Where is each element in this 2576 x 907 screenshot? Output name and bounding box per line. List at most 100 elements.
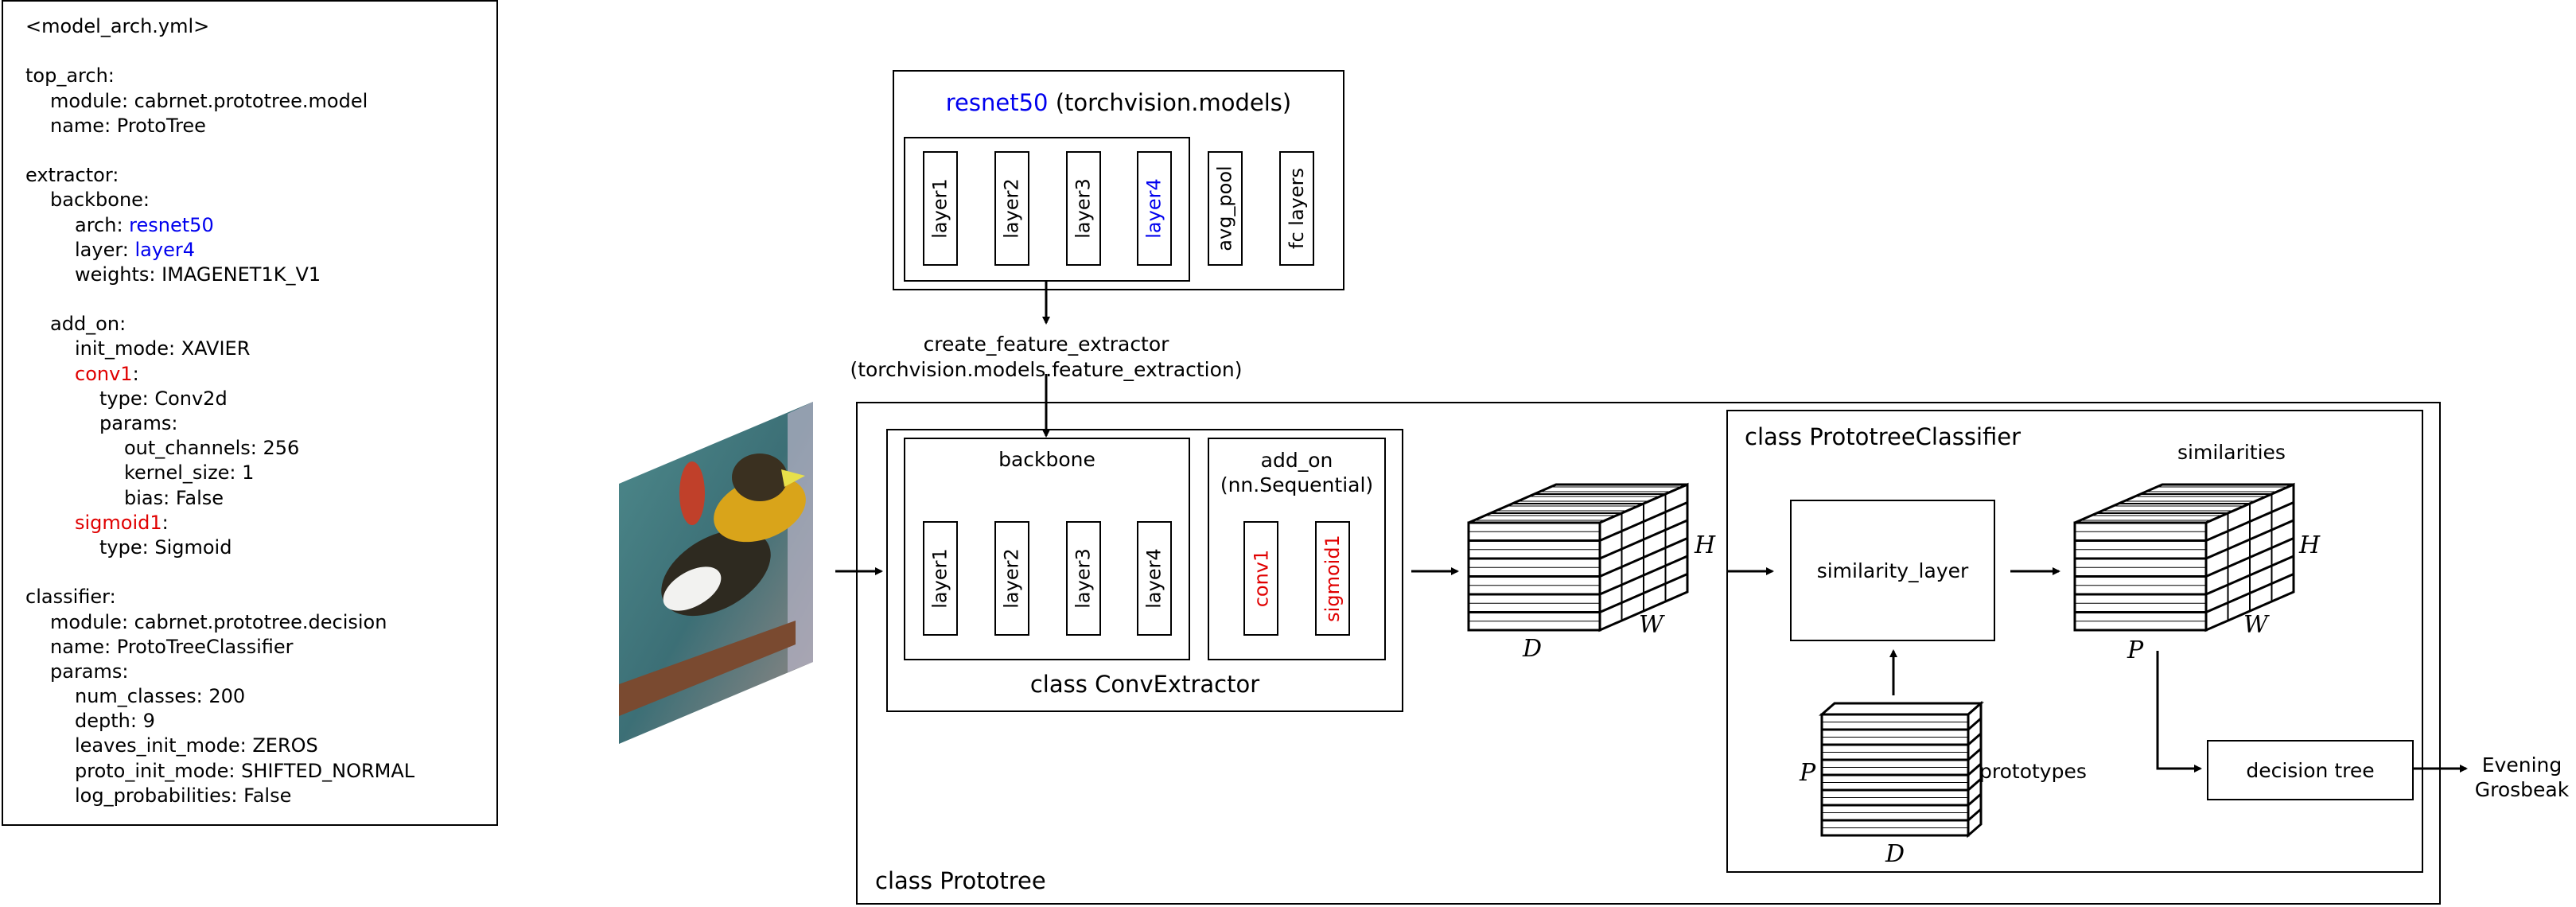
feature-map-d-label: D	[1523, 635, 1543, 663]
feature-map-h-label: H	[1695, 531, 1716, 559]
yaml-line: name: ProtoTreeClassifier	[25, 635, 496, 660]
create-feature-extractor-label: create_feature_extractor (torchvision.mo…	[819, 332, 1273, 383]
yaml-line: module: cabrnet.prototree.model	[25, 89, 496, 114]
yaml-line: sigmoid1:	[25, 511, 496, 535]
resnet50-source: (torchvision.models)	[1048, 89, 1292, 116]
yaml-line: bias: False	[25, 486, 496, 511]
yaml-token: conv1	[75, 362, 133, 385]
yaml-line	[25, 138, 496, 163]
bird-photo	[619, 402, 813, 744]
yaml-line: log_probabilities: False	[25, 784, 496, 808]
yaml-token: type: Sigmoid	[99, 535, 232, 559]
yaml-line: backbone:	[25, 188, 496, 212]
yaml-line	[25, 287, 496, 312]
yaml-token: extractor:	[25, 164, 119, 187]
yaml-token: params:	[50, 660, 129, 683]
yaml-token: sigmoid1	[75, 511, 162, 534]
resnet-layer1: layer1	[923, 151, 958, 266]
yaml-line: leaves_init_mode: ZEROS	[25, 734, 496, 758]
prototypes-label: prototypes	[1979, 760, 2087, 783]
prototypes-p-label: P	[1800, 759, 1816, 787]
yaml-line: top_arch:	[25, 64, 496, 88]
output-line1: Evening	[2481, 753, 2562, 777]
yaml-line: init_mode: XAVIER	[25, 337, 496, 361]
yaml-token: leaves_init_mode: ZEROS	[75, 734, 318, 757]
yaml-token: top_arch:	[25, 64, 115, 88]
yaml-token: num_classes: 200	[75, 685, 246, 708]
conv-extractor-label: class ConvExtractor	[1029, 671, 1260, 698]
add-on-box	[1208, 438, 1386, 660]
yaml-token: params:	[99, 412, 178, 434]
yaml-token: name: ProtoTree	[50, 114, 206, 137]
yaml-token: depth: 9	[75, 710, 155, 733]
create-feature-extractor-fn: create_feature_extractor	[923, 333, 1169, 356]
create-feature-extractor-module: (torchvision.models.feature_extraction)	[850, 358, 1243, 381]
decision-tree-label: decision tree	[2246, 758, 2375, 782]
add-on-type: (nn.Sequential)	[1220, 473, 1374, 496]
yaml-token: layer4	[134, 238, 195, 261]
yaml-token: type: Conv2d	[99, 387, 228, 410]
yaml-line: add_on:	[25, 312, 496, 337]
similarity-layer-label: similarity_layer	[1816, 559, 1969, 582]
yaml-token: arch:	[75, 213, 130, 236]
yaml-token: proto_init_mode: SHIFTED_NORMAL	[75, 759, 415, 782]
yaml-token: <model_arch.yml>	[25, 15, 210, 37]
yaml-line: layer: layer4	[25, 238, 496, 263]
yaml-token: module: cabrnet.prototree.model	[50, 89, 368, 112]
resnet-avg-pool: avg_pool	[1208, 151, 1243, 266]
output-class-label: Evening Grosbeak	[2466, 753, 2576, 802]
yaml-line: num_classes: 200	[25, 684, 496, 709]
similarities-h-label: H	[2299, 531, 2321, 559]
add-on-name: add_on	[1260, 449, 1333, 472]
backbone-layer3: layer3	[1066, 521, 1101, 636]
similarities-p-label: P	[2127, 636, 2144, 664]
yaml-line: depth: 9	[25, 709, 496, 734]
resnet-layer2: layer2	[994, 151, 1029, 266]
resnet50-title: resnet50 (torchvision.models)	[893, 89, 1344, 116]
yaml-token: classifier:	[25, 586, 116, 609]
yaml-line: type: Sigmoid	[25, 535, 496, 560]
add-on-title: add_on (nn.Sequential)	[1208, 448, 1386, 497]
yaml-token: out_channels: 256	[124, 437, 300, 460]
yaml-token: backbone:	[50, 189, 150, 212]
yaml-line: params:	[25, 411, 496, 436]
resnet-layer4: layer4	[1137, 151, 1172, 266]
resnet-fc-layers: fc layers	[1279, 151, 1314, 266]
decision-tree-box: decision tree	[2207, 740, 2414, 800]
similarities-label: similarities	[2177, 441, 2286, 464]
yaml-token: resnet50	[129, 213, 214, 236]
resnet50-arch-name: resnet50	[945, 89, 1049, 116]
backbone-layer1: layer1	[923, 521, 958, 636]
similarities-w-label: W	[2243, 611, 2268, 639]
yaml-token: :	[161, 511, 169, 534]
add-on-sigmoid1: sigmoid1	[1315, 521, 1350, 636]
backbone-title: backbone	[998, 448, 1095, 471]
yaml-line: kernel_size: 1	[25, 461, 496, 485]
prototree-label: class Prototree	[875, 867, 1046, 894]
add-on-conv1: conv1	[1243, 521, 1278, 636]
output-line2: Grosbeak	[2474, 778, 2570, 801]
yaml-token: log_probabilities: False	[75, 784, 292, 807]
prototree-classifier-box	[1726, 410, 2423, 873]
yaml-line: extractor:	[25, 163, 496, 188]
yaml-line: conv1:	[25, 362, 496, 387]
similarity-layer-box: similarity_layer	[1790, 500, 1995, 641]
yaml-line: type: Conv2d	[25, 387, 496, 411]
yaml-token: :	[132, 362, 139, 385]
yaml-token: layer:	[75, 238, 135, 261]
yaml-token: add_on:	[50, 313, 126, 336]
feature-map-w-label: W	[1639, 611, 1664, 639]
model-arch-yaml-panel: <model_arch.yml>top_arch:module: cabrnet…	[2, 0, 498, 826]
yaml-line	[25, 39, 496, 64]
yaml-line: proto_init_mode: SHIFTED_NORMAL	[25, 759, 496, 784]
yaml-line: name: ProtoTree	[25, 114, 496, 138]
prototypes-d-label: D	[1885, 840, 1905, 868]
backbone-layer4: layer4	[1137, 521, 1172, 636]
yaml-line	[25, 560, 496, 585]
yaml-line: weights: IMAGENET1K_V1	[25, 263, 496, 287]
yaml-line: arch: resnet50	[25, 213, 496, 238]
yaml-line: module: cabrnet.prototree.decision	[25, 610, 496, 635]
yaml-line: params:	[25, 660, 496, 684]
yaml-token: kernel_size: 1	[124, 461, 255, 485]
yaml-token: weights: IMAGENET1K_V1	[75, 263, 321, 286]
